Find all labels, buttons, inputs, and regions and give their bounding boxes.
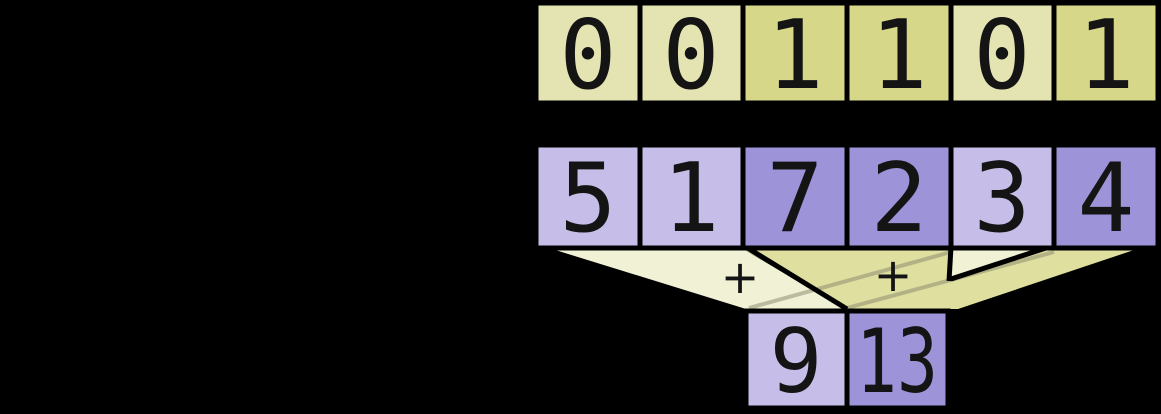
funnel-under-edge-left — [748, 250, 952, 310]
mask-digit-1: 0 — [662, 1, 719, 111]
funnel-edge-divider-left — [744, 244, 849, 312]
value-cell-3 — [844, 142, 954, 251]
value-row — [533, 142, 1161, 251]
result-digit-0: 9 — [770, 310, 823, 413]
value-cell-2 — [740, 142, 850, 251]
mask-cell-1 — [637, 0, 746, 106]
plus-operator-right: + — [874, 248, 913, 302]
result-row — [743, 308, 951, 411]
mask-row-digits: 0 0 1 1 0 1 — [559, 1, 1134, 111]
value-digit-2: 7 — [766, 144, 823, 254]
funnel-edge-vertical — [946, 246, 954, 282]
value-digit-4: 3 — [973, 144, 1030, 254]
mask-digit-5: 1 — [1077, 1, 1134, 111]
value-cell-4 — [948, 142, 1057, 251]
value-digit-3: 2 — [870, 144, 927, 254]
value-digit-0: 5 — [559, 144, 616, 254]
mask-digit-3: 1 — [870, 1, 927, 111]
value-digit-5: 4 — [1077, 144, 1134, 254]
funnel-dark-right — [849, 249, 1137, 309]
value-digit-1: 1 — [662, 144, 719, 254]
funnel-edge-divider-right — [950, 244, 1050, 282]
result-row-digits: 9 13 — [770, 310, 938, 413]
mask-cell-5 — [1051, 0, 1161, 106]
mask-digit-4: 0 — [973, 1, 1030, 111]
value-cell-5 — [1051, 142, 1161, 251]
funnel-light-left — [552, 249, 845, 309]
mask-digit-0: 0 — [559, 1, 616, 111]
result-digit-1: 13 — [856, 310, 938, 413]
mask-cell-3 — [844, 0, 954, 106]
value-cell-0 — [533, 142, 643, 251]
result-cell-1 — [844, 308, 951, 411]
mask-row — [533, 0, 1161, 106]
mask-cell-4 — [948, 0, 1057, 106]
mask-digit-2: 1 — [766, 1, 823, 111]
value-row-digits: 5 1 7 2 3 4 — [559, 144, 1134, 254]
plus-operator-left: + — [721, 250, 760, 304]
mask-cell-2 — [740, 0, 850, 106]
